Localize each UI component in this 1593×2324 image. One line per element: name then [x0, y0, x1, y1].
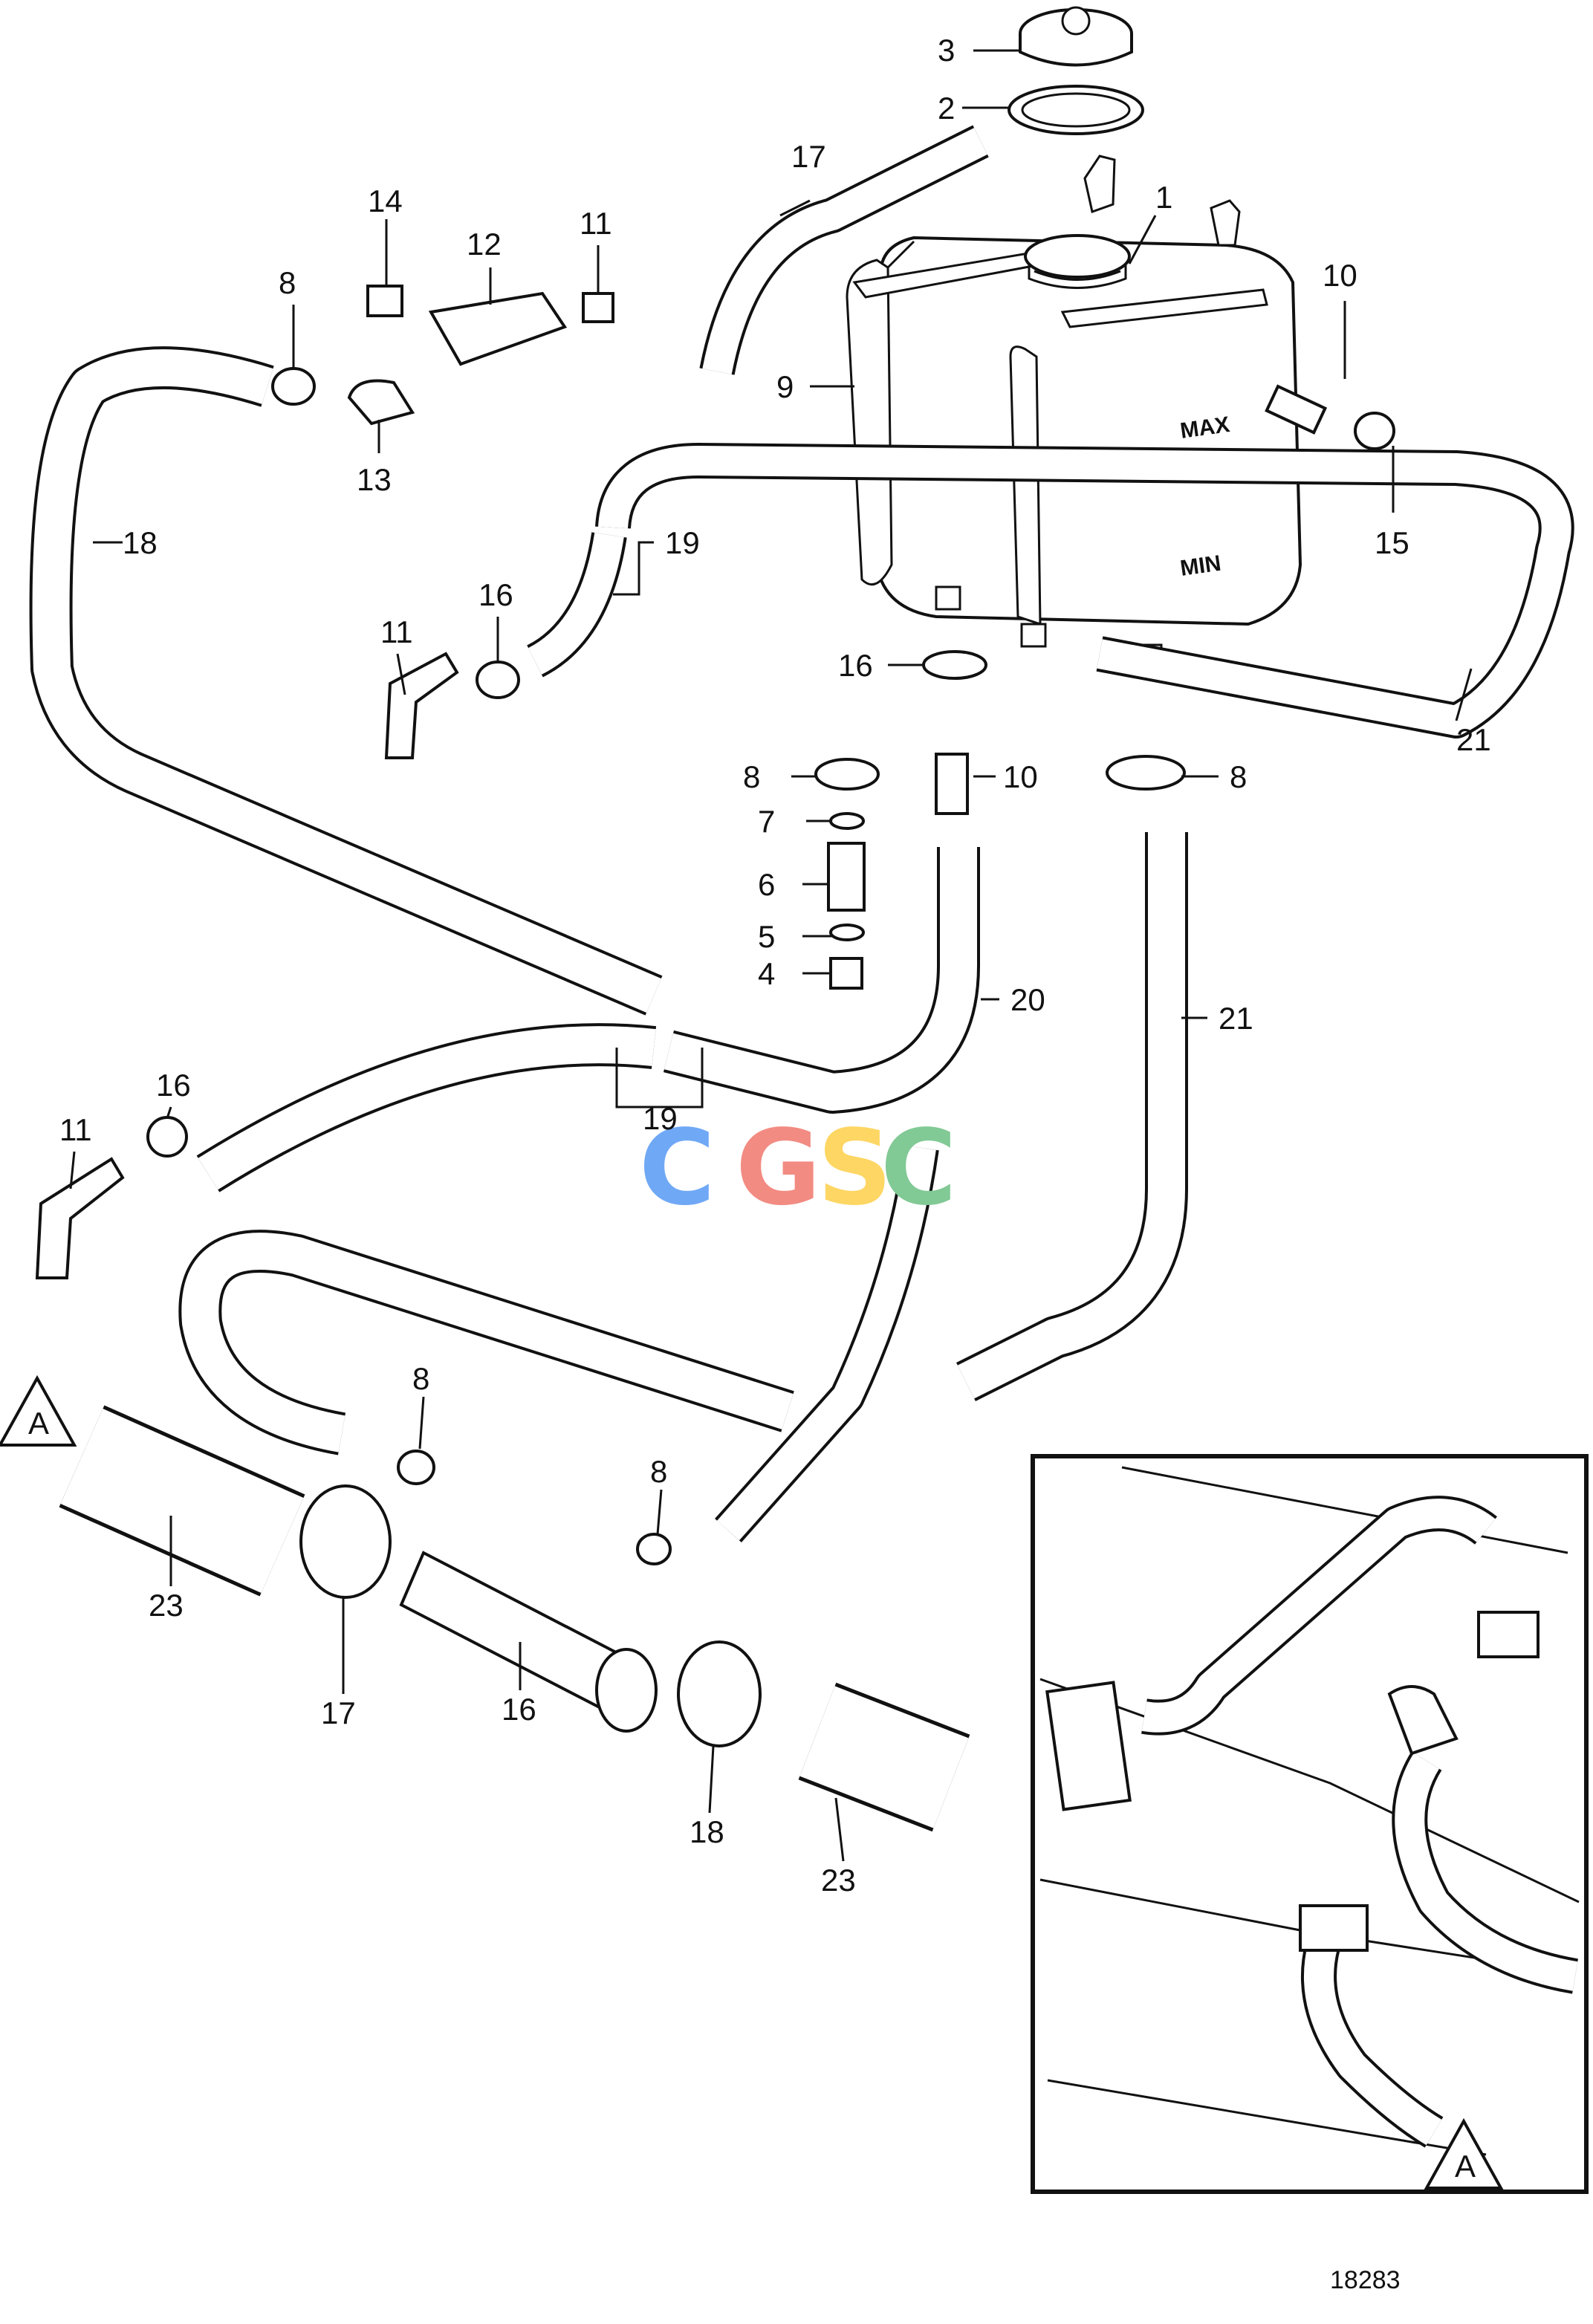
callout-21-center: 20: [1010, 982, 1045, 1017]
callout-21-top: 19: [665, 525, 700, 560]
hose-clamp-8d: [397, 1450, 435, 1485]
plug-4: [829, 957, 863, 990]
leader-lines: [69, 49, 1473, 1862]
callout-15: 14: [368, 184, 403, 218]
watermark-letter-g: G: [736, 1108, 821, 1229]
callout-10-top: 10: [1323, 258, 1357, 293]
callout-17: 16: [502, 1692, 536, 1727]
hose-clamp-18a: [299, 1484, 392, 1599]
small-parts: [35, 285, 1395, 1747]
callout-labels: 3 2 1 17 9 10 15 21 8 14 12 11 13 18 19 …: [59, 33, 1491, 1898]
callout-8-center: 8: [743, 759, 760, 794]
plug-12: [582, 292, 614, 323]
callout-16-lower: 16: [156, 1068, 191, 1103]
detail-inset: [1031, 1454, 1589, 2194]
callout-18-left: 17: [321, 1695, 356, 1730]
callout-14: 13: [357, 462, 392, 497]
hose-clamp-8c: [1106, 755, 1186, 791]
watermark-letter-c1: C: [639, 1108, 716, 1229]
callout-12: 11: [580, 206, 612, 241]
hose-clamp-8e: [636, 1533, 672, 1565]
callout-13: 12: [467, 227, 502, 262]
o-ring-7: [829, 812, 865, 830]
min-mark: MIN: [1178, 551, 1222, 581]
callout-8-right: 8: [1230, 759, 1247, 794]
callout-5: 5: [758, 919, 775, 954]
callout-23-left: 23: [149, 1588, 184, 1623]
callout-20: 18: [123, 525, 158, 560]
callout-10-center: 10: [1003, 759, 1038, 794]
watermark-letter-c2: C: [880, 1108, 957, 1229]
callout-8-lower-right: 8: [650, 1454, 667, 1489]
callout-16-center: 16: [838, 648, 873, 683]
hose-clamp-8a: [271, 367, 316, 406]
callout-4: 4: [758, 956, 775, 991]
callout-2: 2: [938, 91, 955, 126]
elbow-11a: [384, 652, 459, 759]
callout-11-top: 11: [380, 614, 413, 649]
callout-21-lower: 19: [643, 1101, 678, 1136]
callout-1: 3: [938, 33, 955, 68]
callout-19: 17: [791, 139, 826, 174]
figure-id: 18283: [1330, 2266, 1401, 2294]
hose-clamp-16d: [146, 1116, 188, 1158]
callout-23-right: 23: [821, 1863, 856, 1898]
callout-16-top: 15: [1375, 525, 1409, 560]
detail-marker-inset: A: [1424, 2117, 1504, 2190]
callout-8-lower-left: 8: [412, 1361, 429, 1396]
elbow-11b: [35, 1157, 125, 1279]
hoses: [29, 125, 1574, 1832]
callout-7: 7: [758, 804, 775, 839]
nipple-15: [366, 285, 403, 317]
callout-8-top: 8: [279, 265, 296, 300]
hose-clamp-16c: [922, 650, 987, 680]
expansion-tank: MAX MIN: [846, 6, 1302, 670]
callout-16-mid: 16: [478, 577, 513, 612]
elbow-14: [347, 379, 415, 426]
sleeve-10b: [1265, 384, 1328, 435]
callout-9: 9: [776, 369, 794, 404]
drain-valve-6: [827, 842, 866, 912]
hose-clamp-16a: [1354, 412, 1395, 450]
watermark: C G S C: [639, 1108, 957, 1229]
tee-fitting-13: [428, 291, 568, 366]
detail-marker-left-label: A: [28, 1406, 49, 1441]
tank-outlet-mid: [1020, 623, 1047, 648]
tank-outlet-left: [935, 585, 961, 611]
detail-frame: [1031, 1454, 1589, 2194]
callout-3: 1: [1155, 180, 1172, 215]
hose-clamp-18b: [677, 1640, 762, 1747]
callout-6: 6: [758, 867, 775, 902]
detail-marker-inset-label: A: [1455, 2149, 1476, 2184]
sleeve-10a: [935, 753, 969, 815]
callout-18-right: 18: [690, 1814, 724, 1849]
detail-marker-left: A: [0, 1374, 77, 1447]
hose-clamp-8b: [814, 758, 880, 791]
washer-5: [829, 924, 865, 941]
callout-11-lower: 11: [59, 1112, 92, 1147]
callout-22: 21: [1219, 1001, 1253, 1036]
hose-clamp-16b: [476, 660, 520, 699]
watermark-letter-s: S: [817, 1108, 892, 1229]
callout-21-right: 21: [1456, 722, 1491, 757]
